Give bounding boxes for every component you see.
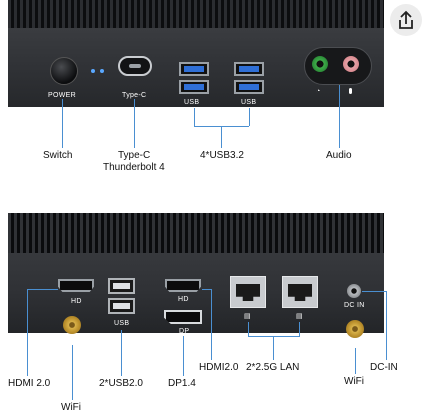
usb32-callout: 4*USB3.2 xyxy=(200,150,244,161)
hdmi-left-callout: HDMI 2.0 xyxy=(8,378,51,389)
rear-heatsink-fins xyxy=(8,213,384,253)
callout-line xyxy=(299,322,300,336)
wifi-icon: ⋆ xyxy=(69,336,75,345)
typec-label: Type-C xyxy=(122,92,147,99)
callout-line xyxy=(72,345,73,400)
power-button[interactable] xyxy=(50,57,78,85)
led-indicator xyxy=(100,69,104,73)
headphone-icon: ◔ xyxy=(316,88,321,95)
callout-line xyxy=(355,348,356,374)
usb-port[interactable] xyxy=(179,62,209,76)
hdmi-mid-callout: HDMI2.0 xyxy=(199,362,239,373)
displayport-port[interactable] xyxy=(164,310,202,324)
lan-callout: 2*2.5G LAN xyxy=(246,362,300,373)
callout-line xyxy=(121,330,122,376)
callout-line xyxy=(248,336,300,337)
microphone-icon xyxy=(349,88,352,94)
callout-line xyxy=(62,99,63,148)
callout-line xyxy=(202,289,212,290)
usb-port[interactable] xyxy=(179,80,209,94)
callout-line xyxy=(27,289,58,290)
usb-label: USB xyxy=(114,320,130,327)
dp-callout: DP1.4 xyxy=(168,378,196,389)
dp-label: DP xyxy=(179,328,190,335)
callout-line xyxy=(362,291,386,292)
usb-label: USB xyxy=(241,99,257,106)
wifi-left-callout: WiFi xyxy=(61,402,81,413)
usb-port[interactable] xyxy=(108,278,135,294)
top-heatsink-fins xyxy=(8,0,384,28)
share-icon xyxy=(399,10,413,29)
usb-port[interactable] xyxy=(234,80,264,94)
headphone-jack[interactable] xyxy=(312,56,328,72)
led-indicator xyxy=(91,69,95,73)
thunderbolt-callout: Thunderbolt 4 xyxy=(103,162,165,173)
rear-panel-device xyxy=(8,213,384,333)
hdmi-port[interactable] xyxy=(165,279,201,292)
callout-line xyxy=(211,289,212,360)
wifi-antenna-connector[interactable] xyxy=(63,316,81,334)
typec-callout: Type-C xyxy=(118,150,151,161)
network-icon: ▤ xyxy=(296,313,303,320)
microphone-jack[interactable] xyxy=(343,56,359,72)
wifi-antenna-connector[interactable] xyxy=(346,320,364,338)
network-icon: ▤ xyxy=(244,313,251,320)
callout-line xyxy=(273,336,274,360)
usb-port[interactable] xyxy=(234,62,264,76)
dc-in-port[interactable] xyxy=(347,284,361,298)
callout-line xyxy=(249,108,250,126)
callout-line xyxy=(221,126,222,148)
usb2-callout: 2*USB2.0 xyxy=(99,378,143,389)
dc-in-label: DC IN xyxy=(344,302,365,309)
callout-line xyxy=(194,108,195,126)
callout-line xyxy=(27,289,28,376)
callout-line xyxy=(134,99,135,148)
callout-line xyxy=(183,336,184,376)
share-button[interactable] xyxy=(390,4,422,36)
power-label: POWER xyxy=(48,92,76,99)
hdmi-label: HD xyxy=(71,298,82,305)
usb-label: USB xyxy=(184,99,200,106)
callout-line xyxy=(386,291,387,360)
callout-line xyxy=(339,85,340,148)
usb-port[interactable] xyxy=(108,298,135,314)
hdmi-port[interactable] xyxy=(58,279,94,292)
switch-callout: Switch xyxy=(43,150,73,161)
audio-callout: Audio xyxy=(326,150,352,161)
typec-port[interactable] xyxy=(118,56,152,76)
lan-port[interactable] xyxy=(282,276,318,308)
dcin-callout: DC-IN xyxy=(370,362,398,373)
wifi-right-callout: WiFi xyxy=(344,376,364,387)
lan-port[interactable] xyxy=(230,276,266,308)
hdmi-label: HD xyxy=(178,296,189,303)
callout-line xyxy=(248,322,249,336)
